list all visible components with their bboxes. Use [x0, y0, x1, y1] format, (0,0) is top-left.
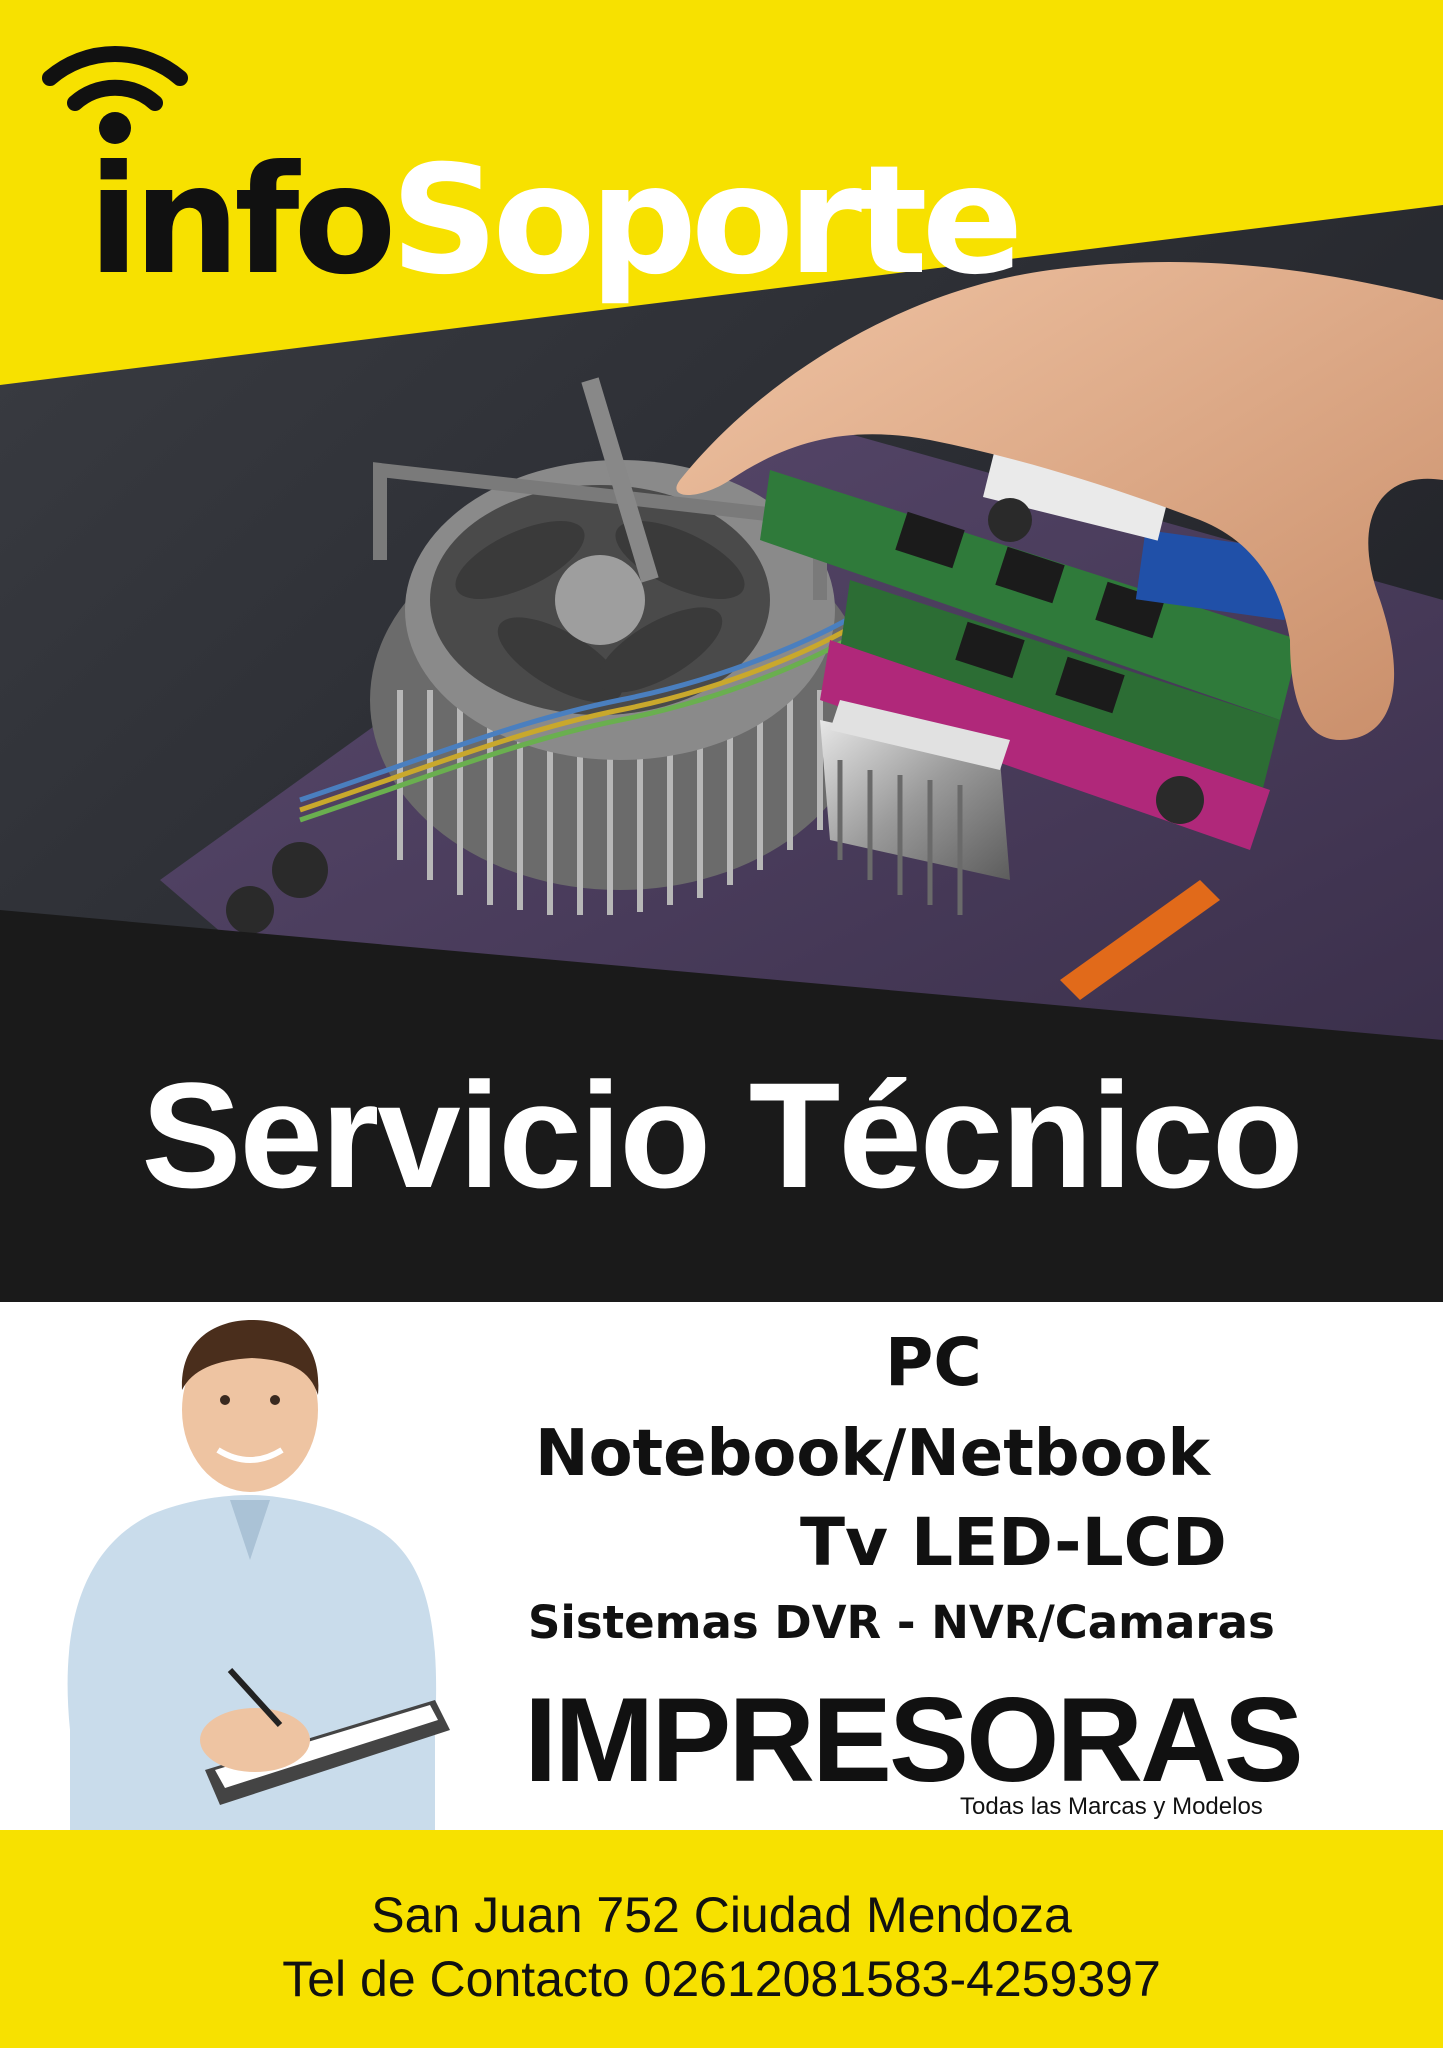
- dark-band: [0, 910, 1443, 1302]
- contact-footer: San Juan 752 Ciudad Mendoza Tel de Conta…: [0, 1830, 1443, 2048]
- brand-logo: infoSoporte: [40, 28, 1140, 328]
- wifi-icon: [42, 46, 188, 144]
- printers-brands-note: Todas las Marcas y Modelos: [960, 1793, 1263, 1820]
- heatsink: [299, 377, 882, 915]
- phone-text: Tel de Contacto 02612081583-4259397: [282, 1951, 1161, 2007]
- service-printers: IMPRESORAS: [524, 1673, 1304, 1807]
- chipset-heatsink: [820, 700, 1010, 915]
- service-notebook: Notebook/Netbook: [535, 1417, 1211, 1491]
- brand-name: infoSoporte: [88, 146, 1023, 296]
- header-band: [0, 0, 1443, 420]
- hand: [676, 261, 1443, 740]
- service-pc: PC: [885, 1324, 982, 1401]
- address-text: San Juan 752 Ciudad Mendoza: [371, 1887, 1072, 1943]
- brand-name-info: info: [88, 134, 397, 308]
- service-tv: Tv LED-LCD: [800, 1504, 1227, 1581]
- brand-name-soporte: Soporte: [390, 134, 1024, 308]
- headline: Servicio Técnico: [141, 1051, 1303, 1219]
- technician-photo: [40, 1300, 460, 1840]
- service-dvr-nvr: Sistemas DVR - NVR/Camaras: [528, 1596, 1275, 1649]
